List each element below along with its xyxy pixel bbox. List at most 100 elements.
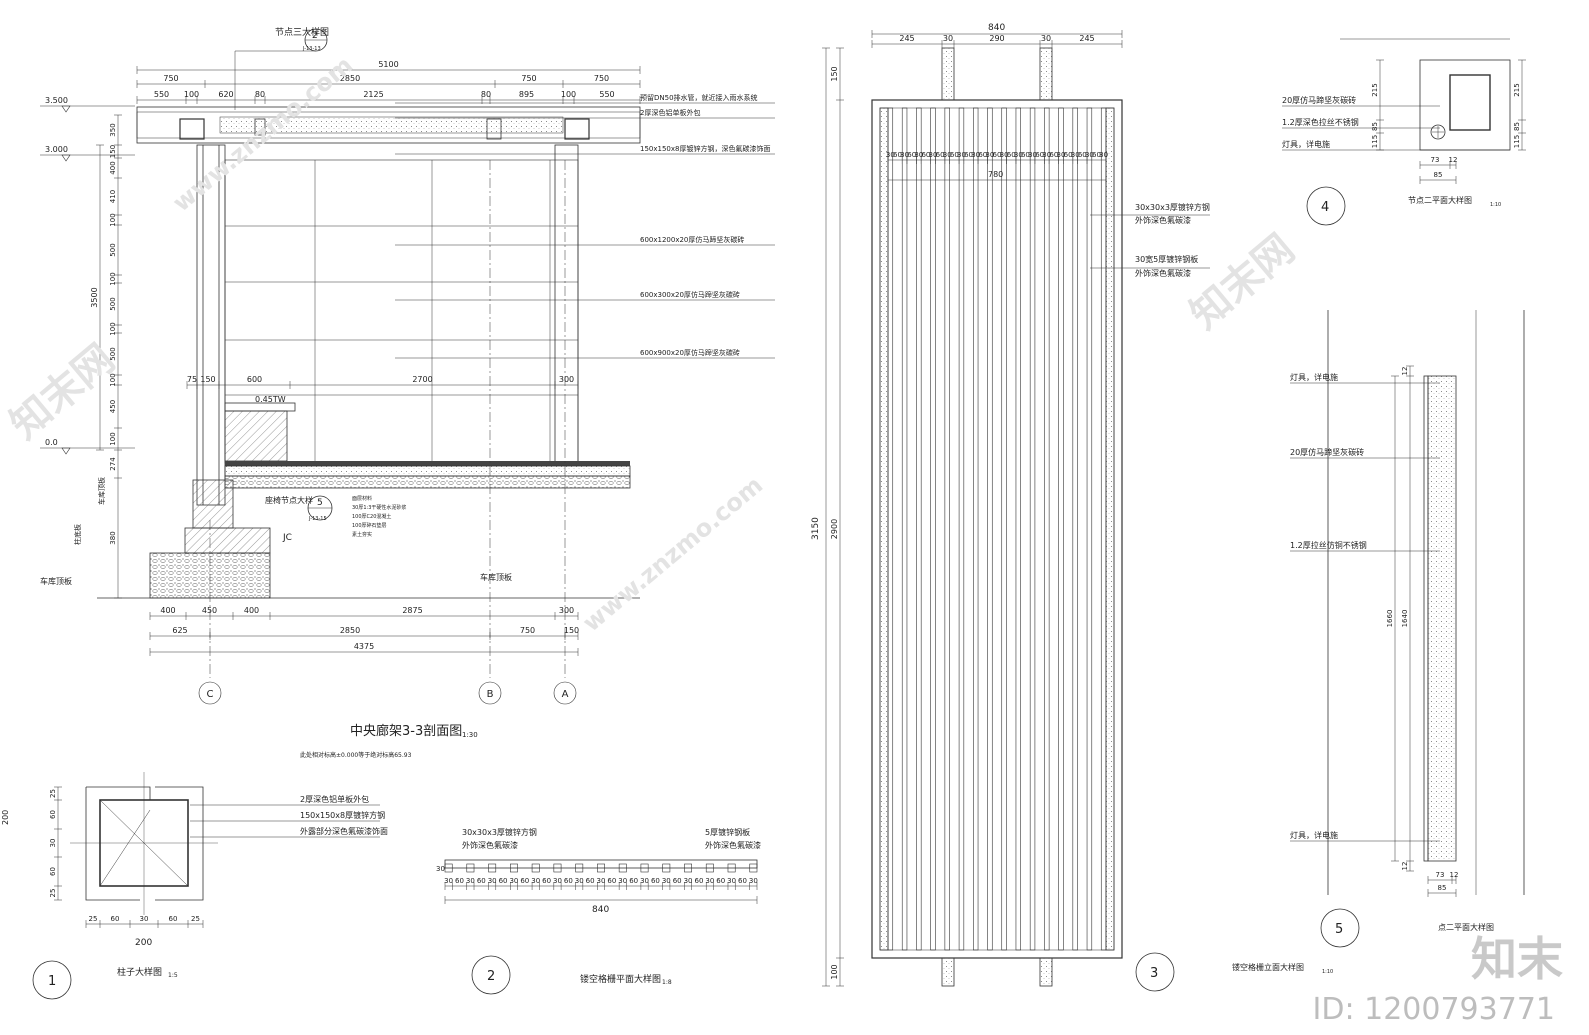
- section-dim-top2-label: 2850: [340, 74, 360, 83]
- node2-dim-bottom-label: 73: [1431, 156, 1440, 164]
- section-dim-top3-label: 550: [599, 90, 614, 99]
- grille-plan-dim-label: 30: [553, 877, 562, 885]
- grille-plan-dim-label: 30: [466, 877, 475, 885]
- roof-tube-left: [179, 118, 205, 140]
- dim-total-left: 200: [1, 810, 10, 825]
- left-label: 柱底板: [73, 524, 82, 545]
- section-dim-top3-label: 620: [218, 90, 233, 99]
- bench-label: 0.45TW: [255, 395, 286, 404]
- section-dim-vert-label: 380: [109, 531, 117, 544]
- section-dim-mid-label: 2700: [412, 375, 432, 384]
- section-dim-bot2-label: 625: [172, 626, 187, 635]
- section-dim-bot1-label: 450: [202, 606, 217, 615]
- grille-elev-dim-left-label: 100: [830, 964, 839, 979]
- grille-side-no: 5: [1335, 922, 1343, 937]
- grille-bar-plan: [488, 863, 497, 873]
- node-2-plan-drawing: [1306, 38, 1511, 226]
- bench-detail-no: 5: [317, 498, 323, 508]
- grille-plan-dim-label: 30: [618, 877, 627, 885]
- grille-elev-dim-inner-label: 60: [936, 151, 945, 159]
- col-detail-title: 柱子大样图: [117, 966, 162, 978]
- grille-elev-dim-inner-label: 60: [1021, 151, 1030, 159]
- grille-bar-plan: [749, 863, 758, 873]
- side-steel: [1423, 375, 1429, 862]
- grille-plan-dim-label: 30: [575, 877, 584, 885]
- grille-elev-dim-inner-label: 60: [964, 151, 973, 159]
- grille-side-dim-left-label: 12: [1401, 367, 1409, 376]
- section-dim-vert-label: 400: [109, 161, 117, 174]
- grille-plan-dim-label: 60: [629, 877, 638, 885]
- grille-side-callout: 灯具，详电施: [1290, 830, 1338, 840]
- roof-panel: [219, 116, 564, 134]
- col-dim-bottom-label: 25: [191, 915, 200, 923]
- section-dim-top3-label: 2125: [363, 90, 383, 99]
- grille-plan-dim-label: 60: [455, 877, 464, 885]
- section-dim-vert-label: 150: [109, 145, 117, 158]
- grille-side-dim-bottom-total-label: 85: [1438, 884, 1447, 892]
- axis-label: A: [562, 689, 569, 700]
- grille-bar-elev: [973, 107, 979, 951]
- grille-plan-dim-label: 60: [716, 877, 725, 885]
- grille-plan-callout-left: 外饰深色氟碳漆: [462, 840, 518, 850]
- elevation-mark: 3.500: [45, 96, 68, 105]
- axis-label: C: [207, 689, 214, 700]
- roof-tube-small: [254, 118, 266, 136]
- grille-elev-dim-inner-label: 60: [993, 151, 1002, 159]
- grille-bar-elev: [1001, 107, 1007, 951]
- grille-elev-dim-left-label: 150: [830, 66, 839, 81]
- grille-elev-dim-inner-label: 60: [907, 151, 916, 159]
- grille-elev-callout: 外饰深色氟碳漆: [1135, 215, 1191, 225]
- grille-bar-plan: [662, 863, 671, 873]
- grille-elev-dim-inner-label: 30: [1042, 151, 1051, 159]
- grille-side-dim-left-label: 12: [1401, 862, 1409, 871]
- grille-plan-dim-label: 60: [673, 877, 682, 885]
- grille-elev-inner-total: 780: [988, 170, 1003, 179]
- grille-elev-dim-inner-label: 30: [1085, 151, 1094, 159]
- grille-side-title: 镂空格栅立面大样图: [1232, 962, 1304, 972]
- section-dim-top3-label: 100: [561, 90, 576, 99]
- node2-dim-right-label: 215: [1513, 83, 1521, 96]
- grille-elev-dim-inner-label: 30: [1099, 151, 1108, 159]
- column-detail-drawing: [32, 772, 218, 1000]
- section-dim-total-label: 3500: [90, 287, 99, 307]
- grille-post-bottom: [941, 957, 955, 987]
- grille-elev-dim-inner-label: 30: [1014, 151, 1023, 159]
- section-dim-mid-label: 600: [247, 375, 262, 384]
- section-dim-bot2-label: 150: [564, 626, 579, 635]
- elevation-triangle: [61, 154, 71, 162]
- grille-elev-callout: 30宽5厚镀锌钢板: [1135, 254, 1198, 264]
- detail-circle-1: [32, 960, 72, 1000]
- grille-elev-dim-inner-label: 30: [1028, 151, 1037, 159]
- bench-layer-label: 100厚C20混凝土: [352, 513, 391, 520]
- grille-elev-dim-inner-label: 60: [950, 151, 959, 159]
- section-scale: 1:30: [462, 731, 478, 739]
- elevation-mark: 0.0: [45, 438, 58, 447]
- detail-circle-5b: [1320, 908, 1360, 948]
- grille-plan-callout-right: 5厚镀锌钢板: [705, 827, 750, 837]
- col-callout: 2厚深色铝单板外包: [300, 794, 369, 804]
- col-callout: 外露部分深色氟碳漆饰面: [300, 826, 388, 836]
- grille-plan-dim-label: 60: [738, 877, 747, 885]
- node2-dim-left-label: 115: [1371, 135, 1379, 148]
- bench-section: [224, 410, 288, 462]
- grille-plan-dim-label: 60: [542, 877, 551, 885]
- grille-plan-dim-label: 60: [607, 877, 616, 885]
- section-dim-bot1-label: 400: [244, 606, 259, 615]
- grille-bar-plan: [444, 863, 453, 873]
- grille-elev-left-total: 3150: [811, 517, 821, 540]
- section-dim-vert-label: 100: [109, 432, 117, 445]
- grille-plan-dim-label: 30: [662, 877, 671, 885]
- column-clad: [155, 786, 204, 901]
- grille-bar-elev: [1058, 107, 1064, 951]
- col-detail-scale: 1:5: [168, 972, 178, 979]
- section-dim-vert-label: 500: [109, 347, 117, 360]
- node2-dim-right-label: 115: [1513, 135, 1521, 148]
- detail-circle-2b: [471, 955, 511, 995]
- grille-side-partial-title: 点二平面大样图: [1438, 922, 1494, 932]
- grille-plan-dim-label: 30: [684, 877, 693, 885]
- foundation-label: JC: [282, 533, 292, 543]
- grille-plan-dim-label: 60: [477, 877, 486, 885]
- grille-side-callout: 1.2厚拉丝仿铜不锈钢: [1290, 540, 1367, 550]
